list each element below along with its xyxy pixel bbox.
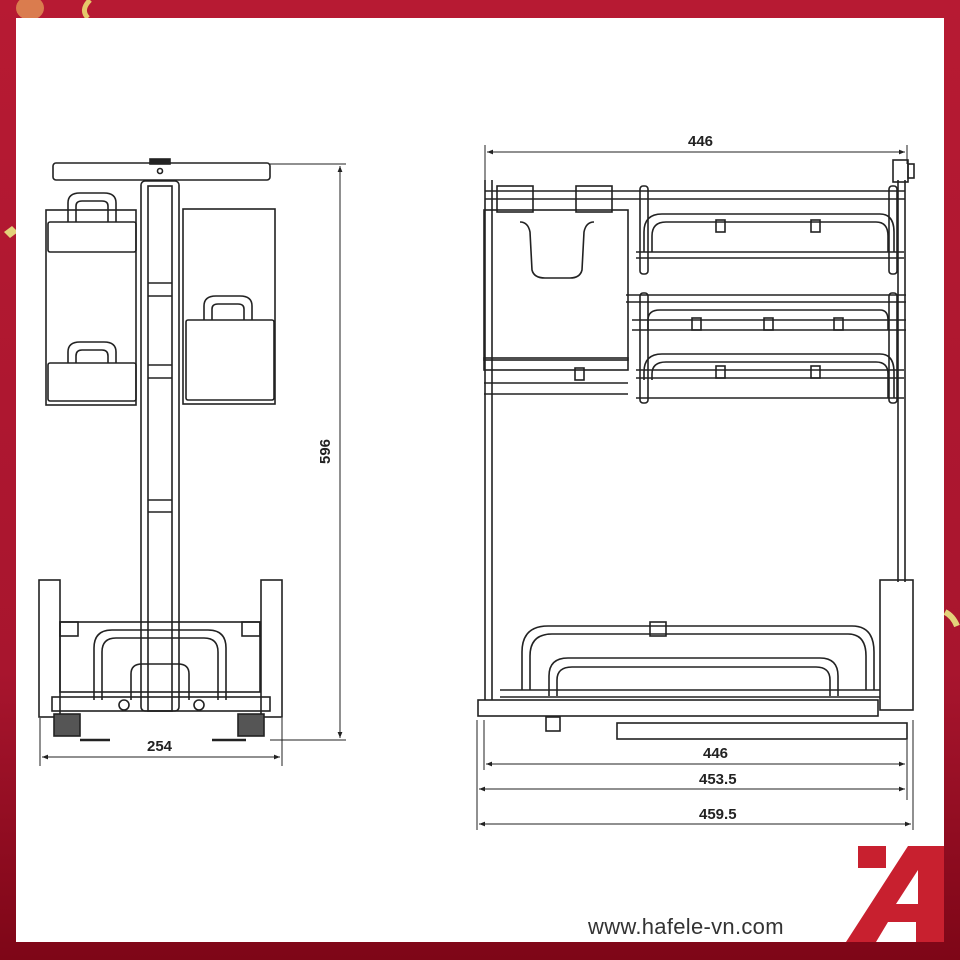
front-bottom-width-453-5: 453.5 [699, 771, 737, 788]
hafele-logo-icon [846, 846, 944, 942]
website-url: www.hafele-vn.com [588, 914, 784, 939]
front-bottom-width-446: 446 [703, 745, 729, 762]
front-view-dimensions [476, 145, 914, 830]
front-top-width-label: 446 [688, 133, 714, 150]
side-view-dimensions [39, 163, 346, 766]
side-height-label: 596 [317, 438, 335, 465]
side-view [38, 158, 283, 742]
side-width-label: 254 [147, 738, 173, 755]
front-bottom-width-459-5: 459.5 [699, 806, 737, 823]
front-view [477, 159, 915, 740]
